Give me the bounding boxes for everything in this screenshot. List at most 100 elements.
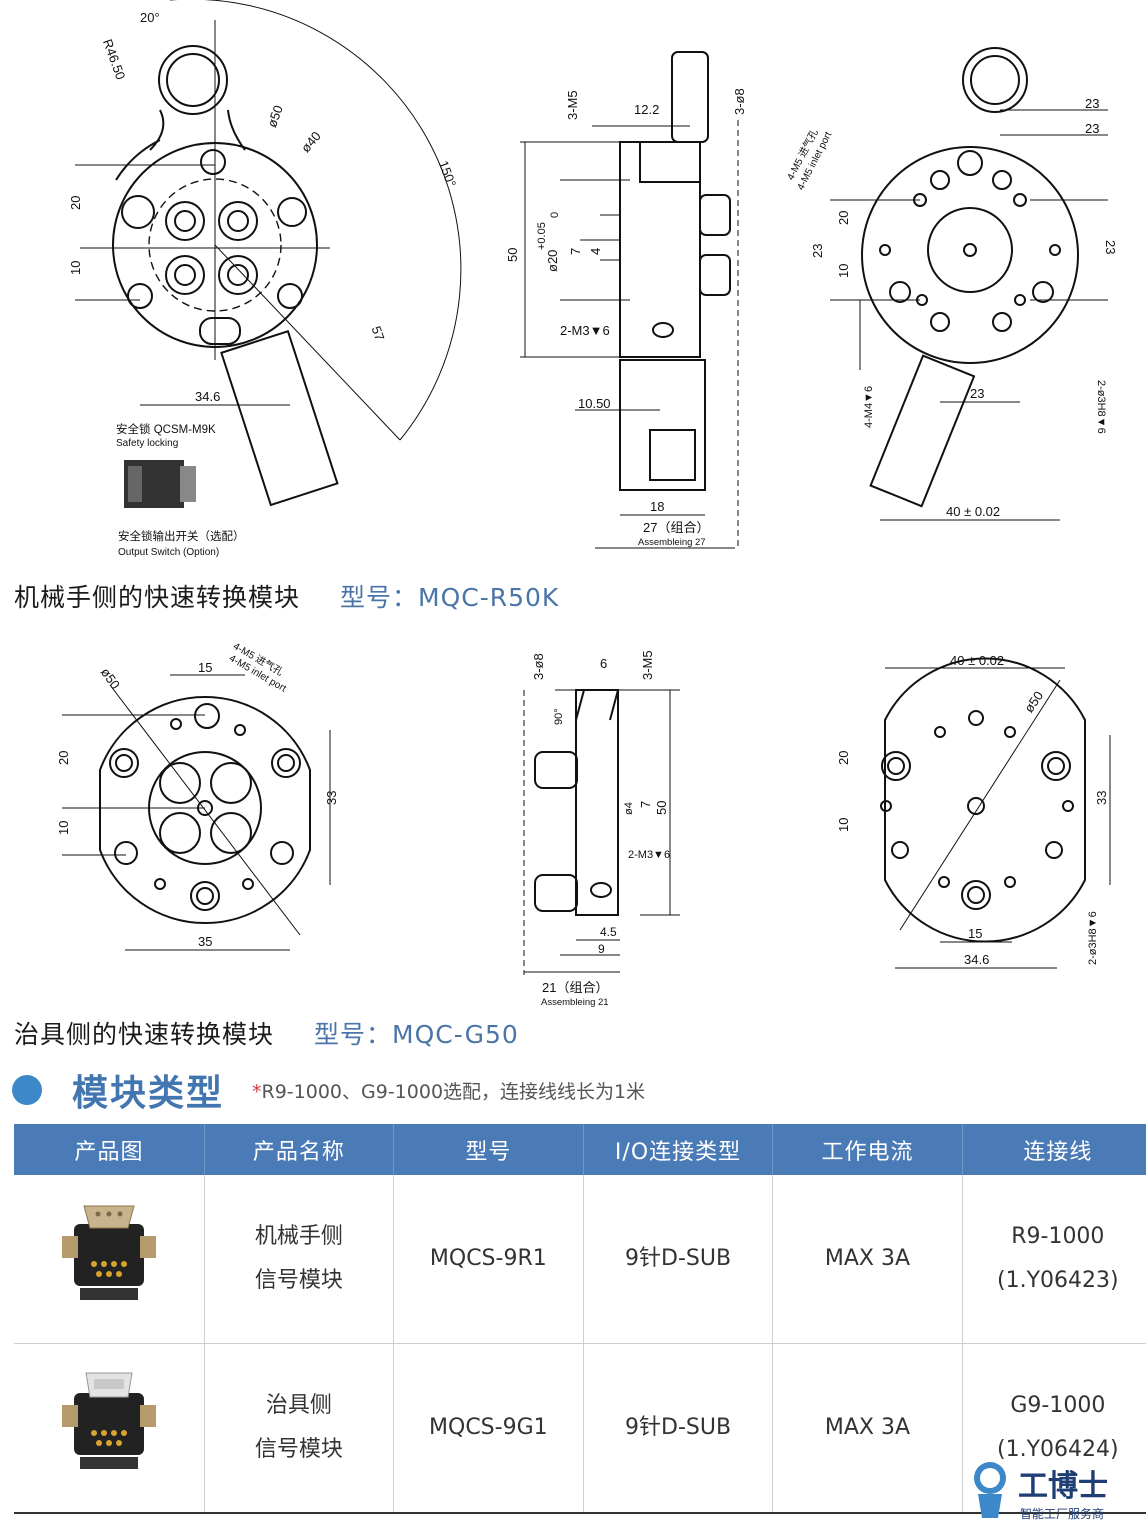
mid-w35: 35 — [198, 934, 212, 949]
brand-logo: 工博士 智能工厂服务商 — [974, 1462, 1108, 1521]
dim-side-tol0: 0 — [549, 212, 561, 218]
dim-side-m5: 3-M5 — [565, 90, 580, 120]
dim-34-6: 34.6 — [195, 389, 220, 404]
drawing-mqc-g50: ø50 15 4-M5 进气孔 4-M5 inlet port 20 10 33… — [56, 639, 1111, 1008]
mid-side-d7: 7 — [638, 801, 653, 808]
cable-line-1: R9-1000 — [1011, 1224, 1105, 1249]
dim-side-d8: 3-ø8 — [732, 88, 747, 115]
dim-right-23a: 23 — [1085, 96, 1099, 111]
switch-label-en: Output Switch (Option) — [118, 547, 219, 558]
col-header-io: I/O连接类型 — [583, 1124, 774, 1175]
cable-line-2: (1.Y06423) — [997, 1268, 1119, 1293]
col-header-name: 产品名称 — [204, 1124, 394, 1175]
lock-label-en: Safety locking — [116, 438, 178, 449]
dim-right-23d: 23 — [1103, 240, 1118, 254]
mid-side-assembly-en: Assembleing 21 — [541, 997, 609, 1008]
dim-side-d20: ø20 — [545, 250, 560, 272]
dim-dia-50: ø50 — [264, 103, 286, 129]
dim-10: 10 — [68, 261, 83, 275]
dim-right-23b: 23 — [1085, 121, 1099, 136]
bullet-icon — [12, 1075, 42, 1105]
col-header-model: 型号 — [393, 1124, 584, 1175]
cell-name: 机械手侧信号模块 — [204, 1175, 394, 1344]
mid-dia-50: ø50 — [98, 665, 123, 692]
col-header-current: 工作电流 — [772, 1124, 963, 1175]
mid-d10: 10 — [56, 821, 71, 835]
mid-side-angle: 90° — [553, 708, 565, 725]
note-text: R9-1000、G9-1000选配，连接线线长为1米 — [261, 1080, 646, 1103]
mid-side-h50: 50 — [654, 801, 669, 815]
dim-right-23e: 23 — [970, 386, 984, 401]
dim-right-m4: 4-M4▼6 — [863, 386, 875, 428]
dim-right-20: 20 — [836, 211, 851, 225]
cell-name: 治具侧信号模块 — [204, 1343, 394, 1514]
mid-side-w9: 9 — [598, 942, 605, 956]
cell-current: MAX 3A — [772, 1343, 963, 1514]
drawing-mqc-r50k: 20° R46.50 ø50 ø40 150° 20 10 57 34.6 安全… — [68, 0, 1118, 558]
cell-cable: R9-1000 (1.Y06423) — [962, 1175, 1146, 1344]
caption-model: 型号：MQC-G50 — [314, 1020, 519, 1049]
cell-current: MAX 3A — [772, 1175, 963, 1344]
dim-side-7: 7 — [568, 248, 583, 255]
caption-mqc-g50: 治具侧的快速转换模块 型号：MQC-G50 — [14, 1015, 519, 1051]
mid-side-d8: 3-ø8 — [531, 653, 546, 680]
section-title: 模块类型 — [72, 1073, 225, 1114]
dim-side-assembly: 27（组合） — [643, 520, 709, 535]
table-header-row: 产品图 产品名称 型号 I/O连接类型 工作电流 连接线 — [14, 1124, 1146, 1175]
dim-side-4: 4 — [588, 248, 603, 255]
mid-right-w15: 15 — [968, 926, 982, 941]
dim-right-23c: 23 — [810, 244, 825, 258]
name-line-1: 治具侧 — [265, 1393, 332, 1418]
mid-right-w34-6: 34.6 — [964, 952, 989, 967]
logo-subtext: 智能工厂服务商 — [1020, 1506, 1104, 1521]
logo-text: 工博士 — [1018, 1470, 1108, 1503]
mid-d33: 33 — [324, 791, 339, 805]
dsub-module-r-image — [61, 1205, 156, 1300]
cell-cable: G9-1000 (1.Y06424) — [962, 1343, 1146, 1514]
dim-radius: R46.50 — [100, 37, 128, 82]
dim-side-10-50: 10.50 — [578, 396, 611, 411]
col-header-cable: 连接线 — [962, 1124, 1146, 1175]
mid-side-assembly: 21（组合） — [542, 980, 608, 995]
mid-right-d20: 20 — [836, 751, 851, 765]
cell-io: 9针D-SUB — [583, 1175, 774, 1344]
name-line-2: 信号模块 — [254, 1437, 343, 1462]
table-row: 治具侧信号模块 MQCS-9G1 9针D-SUB MAX 3A G9-1000 (… — [14, 1343, 1146, 1514]
name-line-1: 机械手侧 — [254, 1224, 343, 1249]
dim-side-12-2: 12.2 — [634, 102, 659, 117]
module-type-table: 产品图 产品名称 型号 I/O连接类型 工作电流 连接线 — [14, 1124, 1146, 1514]
mid-side-w6: 6 — [600, 656, 607, 671]
lock-label-cn: 安全锁 QCSM-M9K — [116, 422, 216, 436]
dim-angle-150: 150° — [436, 159, 459, 189]
mid-right-40: 40 ± 0.02 — [950, 653, 1004, 668]
dim-right-10: 10 — [836, 264, 851, 278]
cell-image — [14, 1343, 205, 1514]
dim-side-m3: 2-M3▼6 — [560, 323, 610, 338]
mid-side-m5: 3-M5 — [640, 650, 655, 680]
dsub-module-g-image — [61, 1372, 156, 1469]
section-header: 模块类型 *R9-1000、G9-1000选配，连接线线长为1米 — [12, 1064, 645, 1116]
mid-side-w4-5: 4.5 — [600, 925, 617, 939]
mid-right-pin: 2-ø3H8▼6 — [1087, 911, 1099, 965]
dim-side-tol: +0.05 — [536, 222, 548, 250]
mid-w15: 15 — [198, 660, 212, 675]
mid-right-dia: ø50 — [1021, 688, 1046, 715]
dim-right-pin: 2-ø3H8▼6 — [1095, 380, 1107, 434]
caption-name: 机械手侧的快速转换模块 — [14, 583, 301, 612]
table-row: 机械手侧信号模块 MQCS-9R1 9针D-SUB MAX 3A R9-1000… — [14, 1175, 1146, 1344]
cable-line-2: (1.Y06424) — [997, 1437, 1119, 1462]
col-header-image: 产品图 — [14, 1124, 205, 1175]
cable-line-1: G9-1000 — [1010, 1393, 1106, 1418]
mid-side-d4: ø4 — [623, 802, 635, 815]
mid-side-m3: 2-M3▼6 — [628, 849, 670, 861]
switch-label-cn: 安全锁输出开关（选配） — [118, 529, 245, 543]
note-star: * — [252, 1080, 262, 1103]
dim-angle-20: 20° — [140, 10, 160, 25]
cell-image — [14, 1175, 205, 1344]
cell-model: MQCS-9G1 — [393, 1343, 584, 1514]
caption-name: 治具侧的快速转换模块 — [14, 1020, 275, 1049]
dim-57: 57 — [368, 324, 387, 343]
dim-side-18: 18 — [650, 499, 664, 514]
cell-io: 9针D-SUB — [583, 1343, 774, 1514]
dim-dia-40: ø40 — [298, 128, 324, 155]
